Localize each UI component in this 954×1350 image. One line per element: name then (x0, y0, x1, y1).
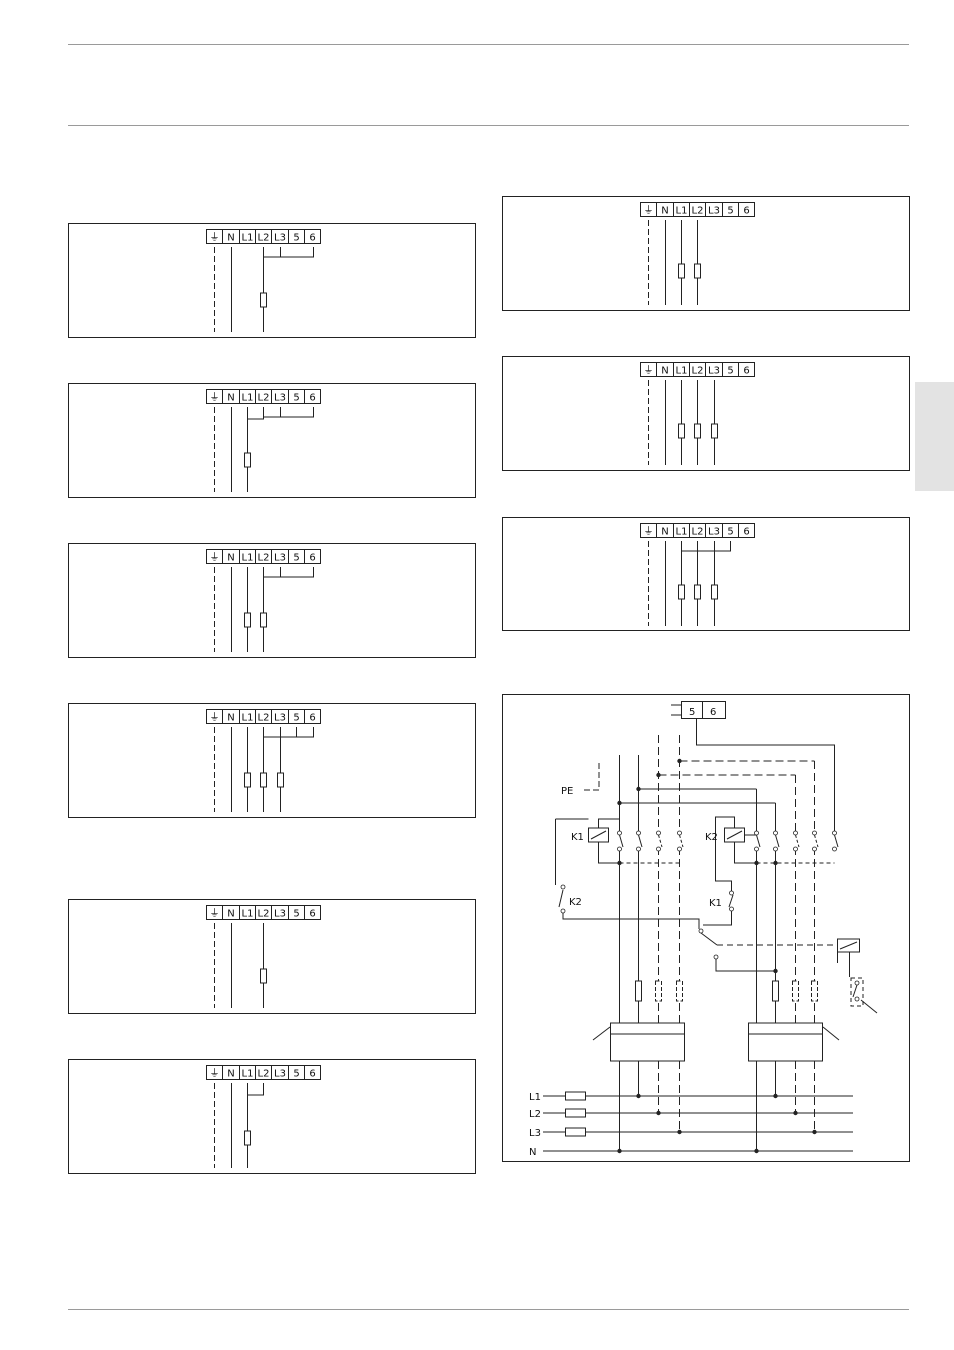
terminal-label: L1 (676, 206, 688, 217)
supply-line-l1: L1 (529, 1092, 541, 1103)
schematic-relay-k2-label: K2 (705, 832, 718, 843)
terminal-label: N (227, 233, 234, 244)
supply-line-l2: L2 (529, 1109, 541, 1120)
earth-terminal-icon: ⏚ (210, 552, 220, 564)
terminal-label: L1 (676, 527, 688, 538)
earth-terminal-icon: ⏚ (644, 526, 654, 538)
contactor-schematic-svg: 5 6 PE K1 K2 K2 K1 L1 L2 L3 N (503, 695, 909, 1161)
earth-terminal-icon: ⏚ (210, 1068, 220, 1080)
header-rule-bottom (68, 125, 909, 126)
terminal-label: N (661, 366, 668, 377)
earth-terminal-icon: ⏚ (644, 205, 654, 217)
terminal-label: L2 (258, 553, 270, 564)
earth-terminal-icon: ⏚ (644, 365, 654, 377)
terminal-label: L3 (274, 393, 286, 404)
terminal-label: L1 (242, 553, 254, 564)
terminal-label: L3 (708, 366, 720, 377)
schematic-contact-k2-label: K2 (569, 897, 582, 908)
schematic-relay-k1-label: K1 (571, 832, 584, 843)
terminal-label: L3 (708, 527, 720, 538)
schematic-contact-k1-label: K1 (709, 898, 722, 909)
terminal-label: N (227, 1069, 234, 1080)
terminal-label: L2 (258, 909, 270, 920)
terminal-label: 6 (743, 206, 749, 217)
terminal-label: L3 (274, 909, 286, 920)
section-tab (915, 382, 954, 491)
terminal-label: 6 (743, 366, 749, 377)
terminal-label: L3 (274, 1069, 286, 1080)
terminal-label: L1 (242, 233, 254, 244)
terminal-label: L2 (258, 393, 270, 404)
earth-terminal-icon: ⏚ (210, 232, 220, 244)
earth-terminal-icon: ⏚ (210, 392, 220, 404)
terminal-label: N (661, 206, 668, 217)
terminal-label: L1 (242, 909, 254, 920)
footer-rule (68, 1309, 909, 1310)
terminal-label: L2 (258, 1069, 270, 1080)
terminal-label: L1 (242, 1069, 254, 1080)
terminal-label: 5 (293, 233, 299, 244)
terminal-label: N (227, 713, 234, 724)
terminal-label: 6 (309, 233, 315, 244)
supply-line-n: N (529, 1147, 536, 1158)
terminal-label: 6 (309, 713, 315, 724)
terminal-label: L3 (274, 553, 286, 564)
supply-line-l3: L3 (529, 1128, 541, 1139)
terminal-label: L1 (242, 713, 254, 724)
terminal-label: N (661, 527, 668, 538)
terminal-label: 5 (727, 527, 733, 538)
earth-terminal-icon: ⏚ (210, 712, 220, 724)
schematic-terminal-5: 5 (689, 707, 695, 718)
terminal-label: 6 (743, 527, 749, 538)
terminal-label: L3 (274, 233, 286, 244)
wiring-diagram-h-svg: ⏚ N L1 L2 L3 56 (503, 357, 909, 470)
header-rule-top (68, 44, 909, 45)
terminal-label: N (227, 553, 234, 564)
terminal-label: L2 (692, 206, 704, 217)
contactor-schematic: 5 6 PE K1 K2 K2 K1 L1 L2 L3 N (502, 694, 910, 1162)
terminal-label: 5 (727, 366, 733, 377)
terminal-label: L2 (692, 366, 704, 377)
schematic-pe-label: PE (561, 786, 573, 797)
terminal-label: L1 (676, 366, 688, 377)
terminal-label: N (227, 909, 234, 920)
terminal-label: 5 (293, 393, 299, 404)
terminal-label: L3 (708, 206, 720, 217)
terminal-label: L3 (274, 713, 286, 724)
terminal-label: 5 (727, 206, 733, 217)
earth-terminal-icon: ⏚ (210, 908, 220, 920)
terminal-label: 6 (309, 393, 315, 404)
terminal-label: 5 (293, 553, 299, 564)
terminal-label: N (227, 393, 234, 404)
terminal-label: 5 (293, 713, 299, 724)
terminal-label: 5 (293, 1069, 299, 1080)
terminal-label: L1 (242, 393, 254, 404)
terminal-label: 5 (293, 909, 299, 920)
terminal-label: 6 (309, 553, 315, 564)
terminal-label: L2 (258, 713, 270, 724)
terminal-label: 6 (309, 909, 315, 920)
terminal-label: L2 (258, 233, 270, 244)
terminal-label: 6 (309, 1069, 315, 1080)
terminal-label: L2 (692, 527, 704, 538)
schematic-terminal-6: 6 (710, 707, 716, 718)
